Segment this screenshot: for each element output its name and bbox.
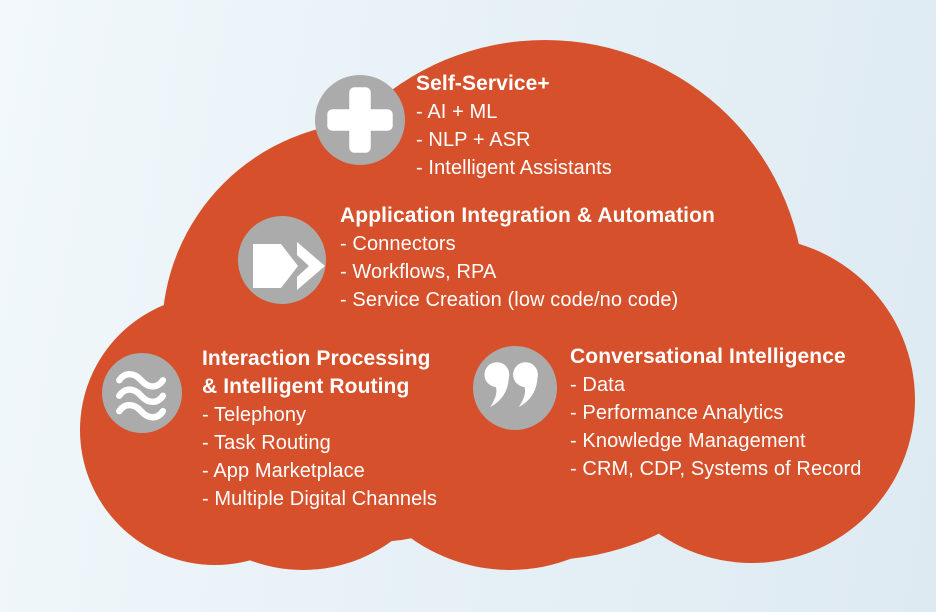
section-title-line: Self-Service+ — [416, 72, 550, 95]
self-service-text: Self-Service+ - AI + ML - NLP + ASR - In… — [416, 70, 612, 182]
fast-forward-icon — [253, 242, 325, 290]
application-integration-text: Application Integration & Automation - C… — [340, 202, 715, 314]
self-service-icon-circle — [315, 75, 405, 165]
list-item: - Task Routing — [202, 432, 331, 454]
quotation-marks-icon — [484, 362, 538, 408]
list-item: - Connectors — [340, 233, 456, 255]
list-item: - CRM, CDP, Systems of Record — [570, 458, 862, 480]
list-item: - Performance Analytics — [570, 402, 784, 424]
conversational-intelligence-icon-circle — [473, 346, 557, 430]
list-item: - NLP + ASR — [416, 129, 531, 151]
section-title-line: & Intelligent Routing — [202, 375, 410, 398]
section-title-line: Conversational Intelligence — [570, 345, 846, 368]
plus-icon — [327, 87, 393, 153]
list-item: - App Marketplace — [202, 460, 365, 482]
interaction-processing-icon-circle — [102, 353, 182, 433]
conversational-intelligence-text: Conversational Intelligence - Data - Per… — [570, 343, 861, 483]
list-item: - Workflows, RPA — [340, 261, 497, 283]
section-title: Conversational Intelligence — [570, 343, 861, 371]
interaction-processing-text: Interaction Processing & Intelligent Rou… — [202, 345, 437, 513]
list-item: - Intelligent Assistants — [416, 157, 612, 179]
list-item: - Telephony — [202, 404, 307, 426]
application-integration-icon-circle — [238, 216, 326, 304]
list-item: - Knowledge Management — [570, 430, 806, 452]
list-item: - AI + ML — [416, 101, 498, 123]
section-title: Self-Service+ — [416, 70, 612, 98]
section-title: Application Integration & Automation — [340, 202, 715, 230]
section-title: Interaction Processing & Intelligent Rou… — [202, 345, 437, 401]
list-item: - Service Creation (low code/no code) — [340, 289, 679, 311]
section-title-line: Application Integration & Automation — [340, 204, 715, 227]
list-item: - Multiple Digital Channels — [202, 488, 438, 510]
waves-icon — [116, 370, 167, 421]
section-title-line: Interaction Processing — [202, 347, 431, 370]
list-item: - Data — [570, 374, 626, 396]
